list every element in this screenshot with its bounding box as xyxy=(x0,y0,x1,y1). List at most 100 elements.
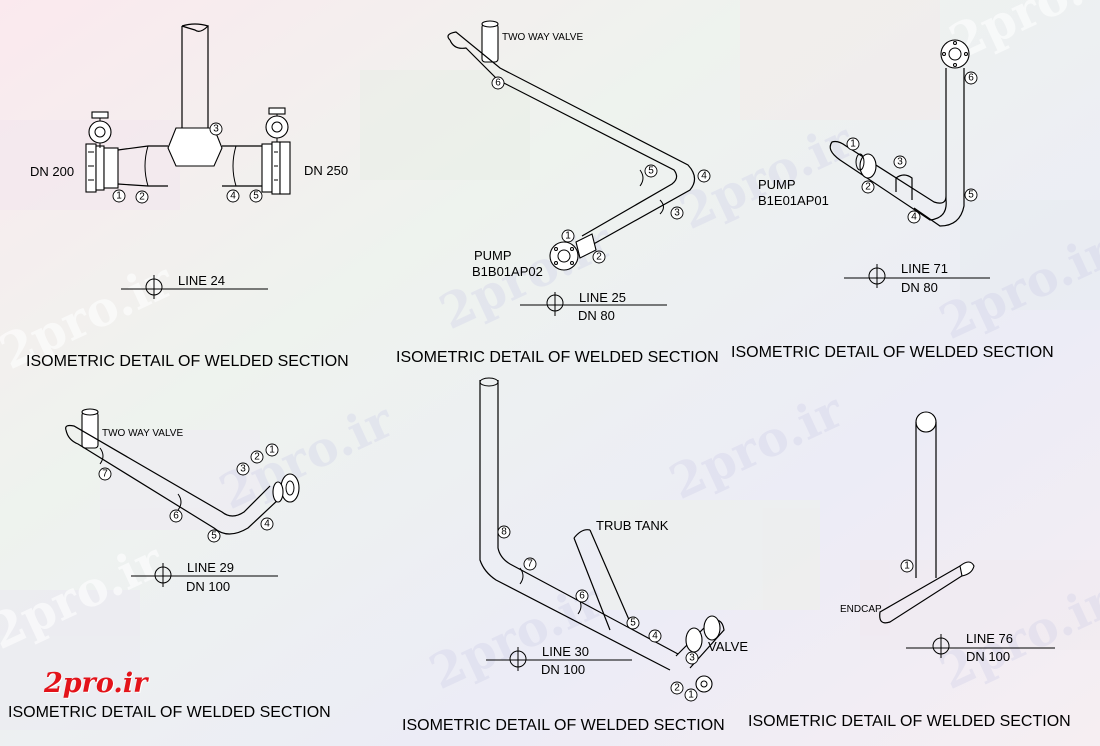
svg-text:5: 5 xyxy=(253,191,259,202)
detail-title: ISOMETRIC DETAIL OF WELDED SECTION xyxy=(8,704,331,721)
line-label: LINE 76 xyxy=(966,631,1013,646)
svg-text:5: 5 xyxy=(630,618,636,629)
dn-label: DN 100 xyxy=(186,579,230,594)
weld-bubble: 2 xyxy=(670,681,684,695)
weld-bubble: 8 xyxy=(497,525,511,539)
weld-bubble: 2 xyxy=(135,190,149,204)
weld-bubble: 5 xyxy=(626,616,640,630)
pump-id-label: B1E01AP01 xyxy=(758,193,829,208)
svg-text:6: 6 xyxy=(968,73,974,84)
detail-title: ISOMETRIC DETAIL OF WELDED SECTION xyxy=(402,717,725,734)
svg-text:1: 1 xyxy=(565,231,571,242)
detail-title: ISOMETRIC DETAIL OF WELDED SECTION xyxy=(731,344,1054,361)
svg-text:2: 2 xyxy=(254,452,260,463)
weld-bubble: 2 xyxy=(250,450,264,464)
svg-text:2: 2 xyxy=(596,252,602,263)
svg-text:7: 7 xyxy=(102,469,108,480)
dn-label: DN 80 xyxy=(578,308,615,323)
weld-bubble: 1 xyxy=(265,443,279,457)
detail-line-25: TWO WAY VALVE PUMP B1B01AP02 1 2 3 4 5 6… xyxy=(396,20,719,366)
svg-text:5: 5 xyxy=(211,531,217,542)
svg-text:4: 4 xyxy=(652,631,658,642)
detail-line-76: ENDCAP 1 LINE 76 DN 100 ISOMETRIC DETAIL… xyxy=(748,411,1071,730)
line-label: LINE 24 xyxy=(178,273,225,288)
detail-line-24: DN 200 DN 250 1 2 3 4 5 LINE 24 ISOMETRI… xyxy=(26,23,349,370)
weld-bubble: 6 xyxy=(169,509,183,523)
svg-text:3: 3 xyxy=(213,124,219,135)
valve-label: VALVE xyxy=(708,639,748,654)
weld-bubble: 5 xyxy=(644,164,658,178)
site-logo: 2pro.ir xyxy=(44,668,148,699)
svg-text:6: 6 xyxy=(579,591,585,602)
weld-bubble: 5 xyxy=(207,529,221,543)
weld-bubble: 3 xyxy=(209,122,223,136)
svg-text:6: 6 xyxy=(173,511,179,522)
svg-text:7: 7 xyxy=(527,559,533,570)
weld-bubble: 4 xyxy=(697,169,711,183)
pump-label: PUMP xyxy=(758,177,796,192)
weld-bubble: 6 xyxy=(575,589,589,603)
weld-bubble: 5 xyxy=(249,189,263,203)
weld-bubble: 4 xyxy=(648,629,662,643)
dn-label: DN 100 xyxy=(541,662,585,677)
line-label: LINE 30 xyxy=(542,644,589,659)
svg-text:2: 2 xyxy=(139,192,145,203)
valve-label: TWO WAY VALVE xyxy=(502,32,583,43)
dn-label: DN 80 xyxy=(901,280,938,295)
svg-text:5: 5 xyxy=(968,190,974,201)
svg-text:1: 1 xyxy=(688,690,694,701)
weld-bubble: 2 xyxy=(861,180,875,194)
line-label: LINE 25 xyxy=(579,290,626,305)
weld-bubble: 3 xyxy=(685,651,699,665)
weld-bubble: 1 xyxy=(112,189,126,203)
svg-text:6: 6 xyxy=(495,78,501,89)
dn-left-label: DN 200 xyxy=(30,164,74,179)
svg-text:1: 1 xyxy=(850,139,856,150)
detail-line-30: TRUB TANK VALVE 1 2 3 4 5 6 7 8 LINE 30 … xyxy=(402,377,748,734)
weld-bubble: 1 xyxy=(684,688,698,702)
pump-label: PUMP xyxy=(474,248,512,263)
valve-label: TWO WAY VALVE xyxy=(102,428,183,439)
svg-text:8: 8 xyxy=(501,527,507,538)
svg-text:3: 3 xyxy=(897,157,903,168)
weld-bubble: 7 xyxy=(98,467,112,481)
svg-text:1: 1 xyxy=(904,561,910,572)
weld-bubble: 1 xyxy=(900,559,914,573)
weld-bubble: 6 xyxy=(491,76,505,90)
svg-text:1: 1 xyxy=(269,445,275,456)
weld-bubble: 2 xyxy=(592,250,606,264)
svg-text:4: 4 xyxy=(911,212,917,223)
weld-bubble: 7 xyxy=(523,557,537,571)
weld-bubble: 4 xyxy=(260,517,274,531)
weld-bubble: 3 xyxy=(670,206,684,220)
svg-text:3: 3 xyxy=(674,208,680,219)
detail-line-29: TWO WAY VALVE 1 2 3 4 5 6 7 LINE 29 DN 1… xyxy=(8,408,331,721)
line-label: LINE 71 xyxy=(901,261,948,276)
dn-label: DN 100 xyxy=(966,649,1010,664)
weld-bubble: 3 xyxy=(236,462,250,476)
pump-id-label: B1B01AP02 xyxy=(472,264,543,279)
weld-bubble: 4 xyxy=(907,210,921,224)
weld-bubble: 5 xyxy=(964,188,978,202)
weld-bubble: 6 xyxy=(964,71,978,85)
svg-text:4: 4 xyxy=(701,171,707,182)
dn-right-label: DN 250 xyxy=(304,163,348,178)
svg-text:3: 3 xyxy=(689,653,695,664)
line-label: LINE 29 xyxy=(187,560,234,575)
weld-bubble: 3 xyxy=(893,155,907,169)
weld-bubble: 4 xyxy=(226,189,240,203)
tank-label: TRUB TANK xyxy=(596,518,669,533)
endcap-label: ENDCAP xyxy=(840,604,882,615)
svg-text:2: 2 xyxy=(674,683,680,694)
svg-text:1: 1 xyxy=(116,191,122,202)
detail-title: ISOMETRIC DETAIL OF WELDED SECTION xyxy=(396,349,719,366)
svg-text:2: 2 xyxy=(865,182,871,193)
detail-title: ISOMETRIC DETAIL OF WELDED SECTION xyxy=(26,353,349,370)
svg-text:5: 5 xyxy=(648,166,654,177)
svg-text:4: 4 xyxy=(264,519,270,530)
detail-title: ISOMETRIC DETAIL OF WELDED SECTION xyxy=(748,713,1071,730)
svg-text:4: 4 xyxy=(230,191,236,202)
weld-bubble: 1 xyxy=(561,229,575,243)
weld-bubble: 1 xyxy=(846,137,860,151)
